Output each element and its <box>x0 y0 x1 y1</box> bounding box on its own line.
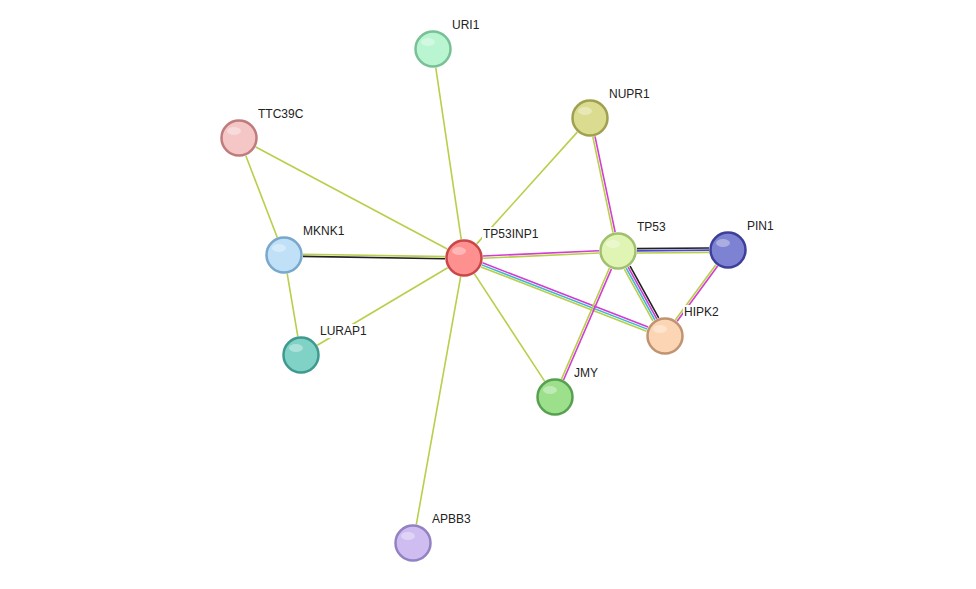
node-circle <box>267 238 302 273</box>
evidence-line <box>564 269 612 380</box>
interaction-edge <box>624 266 658 321</box>
node-label: NUPR1 <box>608 87 651 101</box>
node-highlight <box>606 240 620 248</box>
node-circle <box>447 241 482 276</box>
node-circle <box>414 30 452 68</box>
node-highlight <box>543 386 557 394</box>
node-highlight <box>401 532 415 540</box>
node-circle <box>601 234 636 269</box>
evidence-line <box>482 265 648 329</box>
node-circle <box>396 526 431 561</box>
protein-node: TTC39C <box>220 119 258 157</box>
node-circle <box>416 32 451 67</box>
evidence-line <box>628 267 657 319</box>
interaction-edge <box>477 132 578 244</box>
interaction-edge <box>246 156 277 238</box>
interaction-edge <box>637 248 709 253</box>
node-highlight <box>716 239 730 247</box>
node-label: APBB3 <box>431 512 472 526</box>
protein-node: PIN1 <box>709 231 747 269</box>
evidence-line <box>483 263 649 327</box>
interaction-edge <box>436 68 461 239</box>
protein-node: HIPK2 <box>646 317 684 355</box>
node-label: TTC39C <box>257 107 304 121</box>
node-circle <box>711 233 746 268</box>
evidence-line <box>562 268 610 379</box>
node-highlight <box>272 244 286 252</box>
evidence-line <box>436 68 461 239</box>
node-circle <box>445 239 483 277</box>
node-circle <box>646 317 684 355</box>
node-circle <box>222 121 257 156</box>
protein-node: JMY <box>536 378 574 416</box>
interaction-edge <box>303 254 445 259</box>
evidence-line <box>595 136 615 232</box>
node-circle <box>538 380 573 415</box>
evidence-line <box>483 253 599 258</box>
node-label: PIN1 <box>746 219 775 233</box>
node-highlight <box>452 247 466 255</box>
evidence-line <box>637 252 709 254</box>
node-circle <box>394 524 432 562</box>
protein-node: MKNK1 <box>265 236 303 274</box>
interaction-edge <box>416 277 460 525</box>
node-highlight <box>421 38 435 46</box>
node-circle <box>571 99 609 137</box>
interaction-edge <box>474 274 544 381</box>
node-highlight <box>227 127 241 135</box>
evidence-line <box>637 249 709 251</box>
node-label: JMY <box>573 366 599 380</box>
evidence-line <box>626 268 655 320</box>
interaction-edge <box>256 147 447 249</box>
evidence-line <box>303 254 445 256</box>
interaction-edge <box>317 268 447 346</box>
protein-node: APBB3 <box>394 524 432 562</box>
node-circle <box>220 119 258 157</box>
protein-node: LURAP1 <box>282 336 320 374</box>
interaction-edge <box>562 268 612 380</box>
node-label: HIPK2 <box>683 305 720 319</box>
evidence-line <box>630 266 659 318</box>
evidence-line <box>416 277 460 525</box>
interaction-edge <box>593 136 615 232</box>
interaction-edge <box>483 251 599 258</box>
protein-node: URI1 <box>414 30 452 68</box>
evidence-line <box>624 269 653 321</box>
node-circle <box>282 336 320 374</box>
node-circle <box>536 378 574 416</box>
node-circle <box>709 231 747 269</box>
evidence-line <box>256 147 447 249</box>
evidence-line <box>246 156 277 238</box>
evidence-line <box>317 268 447 346</box>
node-circle <box>284 338 319 373</box>
node-label: TP53INP1 <box>482 227 539 241</box>
interaction-edge <box>287 274 298 337</box>
node-label: URI1 <box>451 18 480 32</box>
node-circle <box>265 236 303 274</box>
protein-node: TP53 <box>599 232 637 270</box>
protein-node: NUPR1 <box>571 99 609 137</box>
node-label: LURAP1 <box>319 324 368 338</box>
node-circle <box>599 232 637 270</box>
node-highlight <box>578 107 592 115</box>
evidence-line <box>637 247 709 249</box>
node-circle <box>648 319 683 354</box>
node-label: TP53 <box>636 220 667 234</box>
evidence-line <box>593 137 613 233</box>
node-highlight <box>653 325 667 333</box>
node-circle <box>573 101 608 136</box>
node-label: MKNK1 <box>302 224 345 238</box>
evidence-line <box>287 274 298 337</box>
evidence-line <box>477 132 578 244</box>
evidence-line <box>474 274 544 381</box>
protein-node: TP53INP1 <box>445 239 483 277</box>
node-highlight <box>289 344 303 352</box>
